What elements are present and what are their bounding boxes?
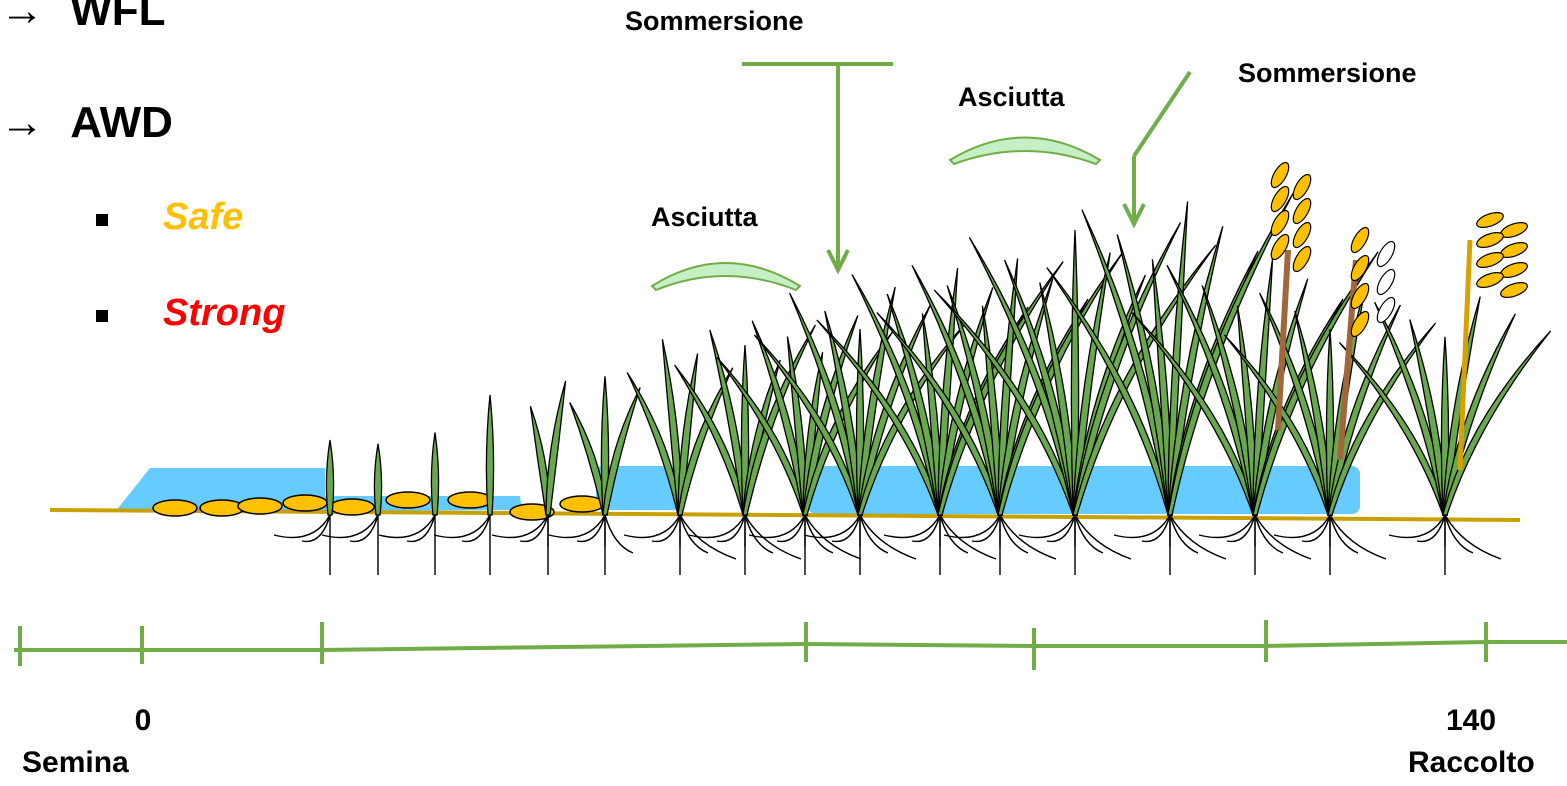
seed (153, 500, 197, 516)
rice-grain (1290, 244, 1314, 274)
rice-grain (1290, 220, 1314, 250)
sommersione-arrow-2 (1124, 72, 1190, 224)
sommersione-arrow-1 (742, 64, 893, 270)
seed (330, 499, 374, 515)
rice-grain (1475, 230, 1505, 251)
rice-grain (1475, 210, 1505, 231)
rice-grain (1268, 208, 1292, 238)
rice-grain (1268, 184, 1292, 214)
rice-grain (1499, 280, 1529, 301)
rice-grain (1475, 270, 1505, 291)
rice-grain (1268, 160, 1292, 190)
asciutta-arc-2 (950, 138, 1100, 165)
rice-grain (1290, 172, 1314, 202)
rice-grain (1374, 267, 1398, 297)
timeline-axis (14, 620, 1567, 670)
seed (238, 498, 282, 514)
rice-grain (1348, 225, 1372, 255)
rice-grain (1475, 250, 1505, 271)
seed (283, 495, 327, 511)
rice-grain (1290, 196, 1314, 226)
asciutta-arc-1 (652, 263, 800, 290)
seed (386, 492, 430, 508)
seed (200, 500, 244, 516)
rice-plant (492, 381, 566, 575)
rice-plant (434, 395, 494, 575)
seed (560, 496, 604, 512)
seed (448, 492, 492, 508)
rice-plant (1339, 297, 1550, 576)
